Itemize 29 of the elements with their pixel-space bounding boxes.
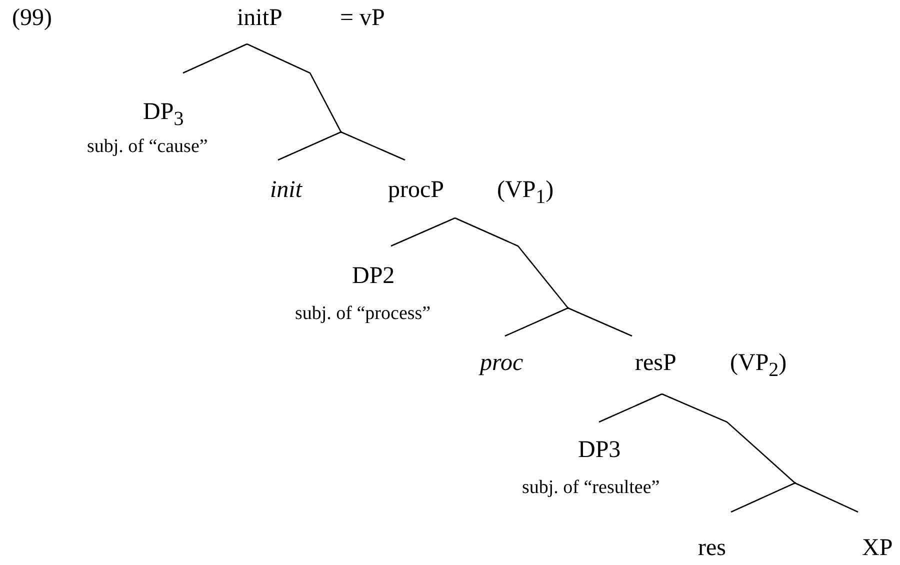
tree-node-label: res <box>698 534 726 562</box>
tree-node-label: procP <box>388 176 444 204</box>
example-number: (99) <box>12 4 52 32</box>
node-annotation: = vP <box>340 4 385 32</box>
node-annotation: (VP$_{1}$) <box>497 176 554 210</box>
node-annotation: (VP$_{2}$) <box>730 349 787 383</box>
tree-node-label: initP <box>237 4 282 32</box>
tree-node-label: init <box>270 176 302 204</box>
tree-branch-line <box>794 482 858 513</box>
node-annotation: subj. of “cause” <box>87 136 208 158</box>
node-annotation: subj. of “resultee” <box>522 477 660 499</box>
tree-branch-line <box>246 43 342 132</box>
tree-branch-line <box>730 482 796 513</box>
tree-branch-line <box>340 131 406 161</box>
tree-node-label: DP$_{3}$ <box>143 98 184 133</box>
tree-branch-line <box>662 393 796 484</box>
tree-branch-line <box>182 43 248 74</box>
tree-branch-line <box>568 307 632 337</box>
tree-branch-line <box>598 393 662 423</box>
tree-node-label: XP <box>862 534 893 562</box>
tree-node-label: DP3 <box>578 436 621 464</box>
tree-node-label: proc <box>480 349 524 377</box>
tree-branch-line <box>390 217 456 247</box>
tree-node-label: DP2 <box>352 262 395 290</box>
tree-branch-line <box>504 307 568 337</box>
tree-branch-line <box>454 217 568 308</box>
tree-node-label: resP <box>635 349 676 377</box>
node-annotation: subj. of “process” <box>295 303 431 325</box>
tree-branch-line <box>278 131 342 161</box>
